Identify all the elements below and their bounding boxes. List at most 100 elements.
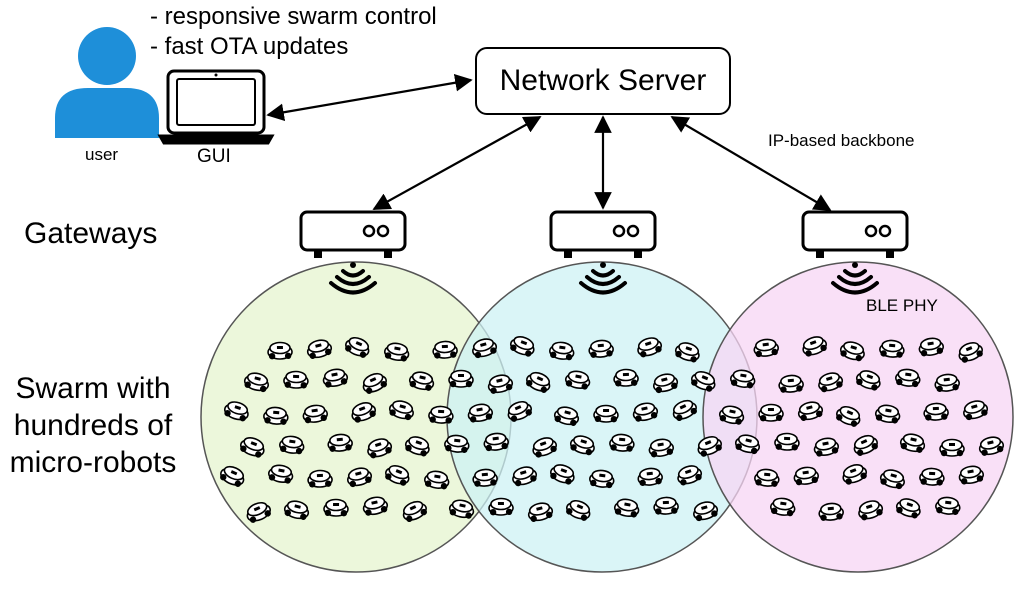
wireless-signal-icon — [831, 262, 879, 295]
micro-robot-icon — [978, 436, 1005, 456]
micro-robot-icon — [718, 405, 745, 425]
micro-robot-icon — [637, 337, 663, 358]
micro-robot-icon — [839, 341, 865, 362]
micro-robot-icon — [923, 402, 949, 421]
micro-robot-icon — [283, 500, 310, 520]
micro-robot-icon — [323, 498, 349, 517]
gateway-icon — [549, 210, 657, 258]
micro-robot-icon — [793, 466, 820, 486]
micro-robot-icon — [346, 467, 373, 488]
micro-robot-icon — [879, 469, 905, 490]
micro-robot-icon — [307, 469, 333, 488]
micro-robot-icon — [243, 372, 270, 393]
micro-robot-icon — [879, 339, 905, 358]
micro-robot-icon — [588, 339, 614, 358]
micro-robot-icon — [899, 433, 926, 453]
feature-item: - fast OTA updates — [150, 33, 349, 60]
micro-robot-icon — [306, 339, 333, 359]
micro-robot-icon — [758, 403, 784, 422]
micro-robot-icon — [589, 469, 615, 489]
micro-robot-icon — [263, 406, 289, 425]
micro-robot-icon — [423, 470, 450, 490]
arrow-server-gateway-left — [372, 116, 542, 210]
micro-robot-icon — [769, 497, 796, 517]
micro-robot-icon — [404, 436, 430, 457]
micro-robot-icon — [327, 433, 353, 452]
micro-robot-icon — [895, 498, 921, 519]
micro-robot-icon — [351, 402, 376, 423]
connection-arrows — [266, 74, 832, 211]
micro-robot-icon — [609, 433, 635, 452]
micro-robot-icon — [283, 370, 309, 389]
micro-robot-icon — [935, 496, 961, 516]
micro-robot-icon — [385, 465, 410, 486]
micro-robot-icon — [818, 502, 844, 521]
micro-robot-icon — [345, 336, 370, 358]
micro-robot-icon — [467, 403, 494, 423]
micro-robot-icon — [963, 400, 989, 421]
micro-robot-icon — [553, 406, 580, 426]
micro-robot-icon — [549, 464, 575, 485]
micro-robot-icon — [958, 465, 985, 485]
wireless-signal-icon — [329, 262, 377, 295]
micro-robot-icon — [693, 501, 719, 522]
micro-robot-icon — [677, 465, 703, 486]
micro-robot-icon — [797, 401, 824, 421]
micro-robot-icon — [220, 465, 245, 487]
wireless-signal-icon — [579, 262, 627, 295]
micro-robot-icon — [958, 342, 983, 363]
swarm-label: Swarm with hundreds of micro-robots — [9, 372, 177, 479]
micro-robot-icon — [842, 464, 867, 485]
micro-robot-icon — [526, 371, 551, 393]
micro-robot-icon — [729, 369, 756, 389]
gateway-icon — [299, 210, 407, 258]
micro-robot-icon — [593, 404, 619, 423]
micro-robot-icon — [672, 399, 697, 422]
micro-robot-icon — [691, 371, 716, 392]
micro-robot-icon — [853, 434, 878, 456]
micro-robot-icon — [564, 370, 591, 390]
robot-swarm — [220, 336, 1005, 523]
micro-robot-icon — [774, 432, 800, 451]
micro-robot-icon — [569, 435, 595, 456]
micro-robot-icon — [223, 401, 249, 422]
backbone-label: IP-based backbone — [768, 131, 915, 150]
micro-robot-icon — [267, 341, 293, 360]
micro-robot-icon — [246, 501, 271, 523]
gui-label: GUI — [197, 146, 231, 167]
micro-robot-icon — [613, 368, 639, 387]
micro-robot-icon — [939, 438, 965, 457]
micro-robot-icon — [383, 342, 410, 362]
micro-robot-icon — [483, 432, 509, 452]
micro-robot-icon — [448, 369, 474, 388]
micro-robot-icon — [278, 435, 305, 455]
micro-robot-icon — [697, 436, 722, 457]
micro-robot-icon — [813, 437, 840, 457]
laptop-icon — [157, 69, 275, 145]
micro-robot-icon — [918, 337, 945, 357]
feature-list: - responsive swarm control - fast OTA up… — [150, 2, 437, 62]
micro-robot-icon — [428, 405, 454, 424]
micro-robot-icon — [652, 373, 679, 394]
micro-robot-icon — [734, 434, 761, 455]
user-icon — [55, 27, 159, 138]
micro-robot-icon — [527, 502, 554, 522]
micro-robot-icon — [240, 437, 265, 458]
micro-robot-icon — [548, 341, 575, 361]
micro-robot-icon — [674, 342, 700, 363]
micro-robot-icon — [402, 500, 427, 523]
micro-robot-icon — [532, 437, 558, 458]
micro-robot-icon — [302, 404, 329, 424]
micro-robot-icon — [472, 468, 498, 487]
arrow-gui-server — [266, 74, 473, 121]
micro-robot-icon — [510, 336, 535, 357]
micro-robot-icon — [448, 499, 475, 519]
micro-robot-icon — [632, 402, 659, 422]
micro-robot-icon — [507, 400, 532, 422]
micro-robot-icon — [855, 370, 881, 391]
micro-robot-icon — [388, 400, 414, 421]
micro-robot-icon — [653, 496, 679, 515]
ble-phy-label: BLE PHY — [866, 296, 938, 315]
micro-robot-icon — [934, 373, 960, 393]
